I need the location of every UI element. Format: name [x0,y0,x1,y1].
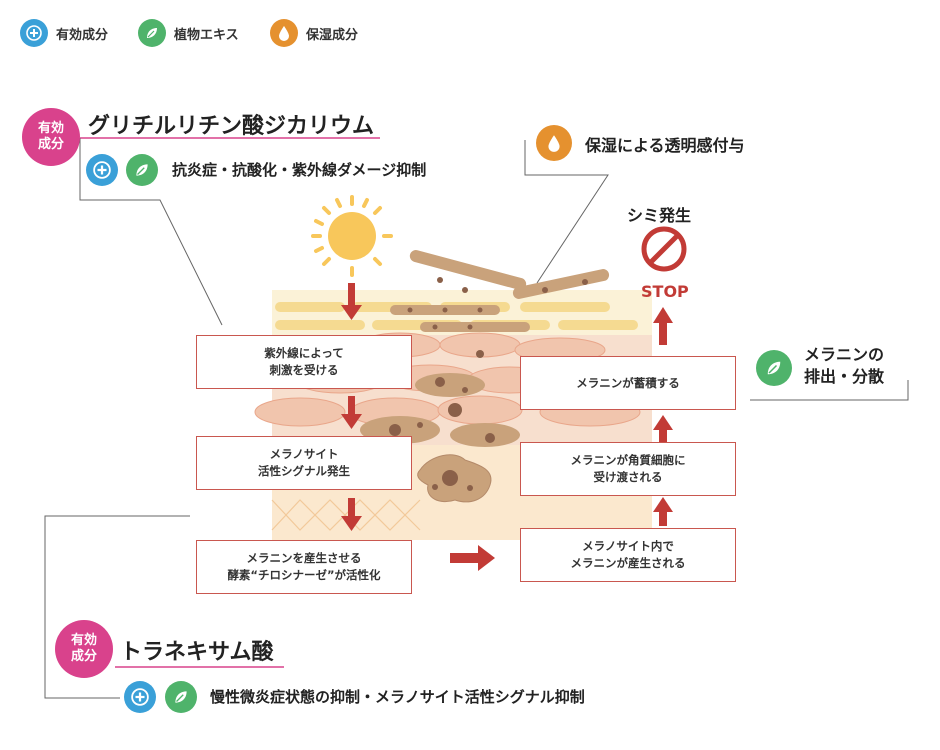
badge-line: 有効 [37,121,64,136]
step-line: 酵素“チロシナーゼ”が活性化 [227,568,381,582]
step-line: 刺激を受ける [269,363,339,377]
step-line: メラニンを産生させる [246,551,362,565]
legend-item-plant: 植物エキス [138,19,239,47]
step-box-melanin-transfer: メラニンが角質細胞に 受け渡される [520,442,736,496]
leaf-icon [138,19,166,47]
badge-line: 成分 [70,649,97,664]
leaf-icon [126,154,158,186]
step-line: 受け渡される [593,470,663,484]
badge-line: 有効 [70,633,97,648]
step-line: メラニンが角質細胞に [570,453,686,467]
sun-icon [311,195,393,277]
leaf-icon [756,350,792,386]
drop-icon [536,125,572,161]
plus-icon [124,681,156,713]
legend-label: 保湿成分 [306,27,359,43]
ingredient-name: トラネキサム酸 [120,640,274,665]
stop-label: STOP [641,282,689,301]
moisture-label: 保湿による透明感付与 [585,136,745,155]
step-line: メラノサイト [269,447,339,461]
stop-icon [641,226,687,272]
active-ingredient-badge: 有効 成分 [55,620,113,678]
stop-title: シミ発生 [627,206,692,225]
leaf-icon [165,681,197,713]
legend-item-moisture: 保湿成分 [270,19,358,47]
step-box-melanin-accumulate: メラニンが蓄積する [520,356,736,410]
ingredient-effect: 抗炎症・抗酸化・紫外線ダメージ抑制 [172,161,427,179]
step-line: メラノサイト内で [582,539,674,553]
label-line: 排出・分散 [804,367,885,386]
step-line: メラニンが蓄積する [576,375,680,390]
step-box-melanocyte-signal: メラノサイト 活性シグナル発生 [196,436,412,490]
melanin-excretion-label: メラニンの 排出・分散 [804,344,884,388]
legend-label: 植物エキス [174,27,239,43]
step-box-uv-stimulus: 紫外線によって 刺激を受ける [196,335,412,389]
ingredient-name: グリチルリチン酸ジカリウム [88,114,375,139]
step-line: 活性シグナル発生 [258,464,350,478]
drop-icon [270,19,298,47]
active-ingredient-badge: 有効 成分 [22,108,80,166]
label-line: メラニンの [804,345,885,364]
ingredient-effect: 慢性微炎症状態の抑制・メラノサイト活性シグナル抑制 [210,688,585,706]
step-line: 紫外線によって [264,346,344,360]
step-line: メラニンが産生される [570,556,686,570]
legend-label: 有効成分 [56,27,109,43]
badge-line: 成分 [37,137,64,152]
step-box-melanin-production: メラノサイト内で メラニンが産生される [520,528,736,582]
legend-item-active: 有効成分 [20,19,108,47]
plus-icon [20,19,48,47]
step-box-tyrosinase: メラニンを産生させる 酵素“チロシナーゼ”が活性化 [196,540,412,594]
plus-icon [86,154,118,186]
